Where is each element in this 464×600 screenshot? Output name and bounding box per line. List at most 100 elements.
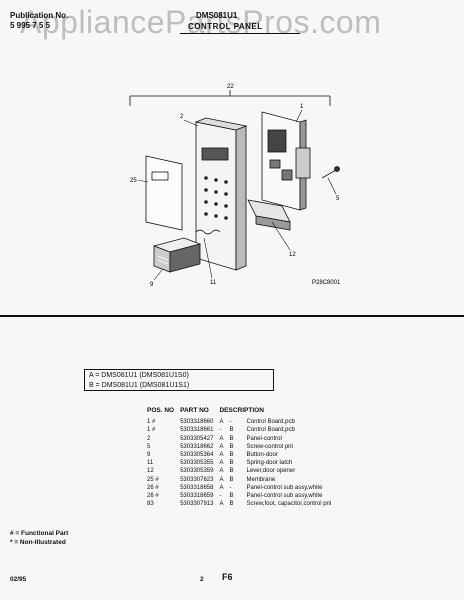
- model-a-cell: A: [219, 501, 224, 508]
- watermark-text: AppliancePartsPros.com: [20, 4, 382, 40]
- model-b-cell: B: [229, 468, 234, 475]
- section-title: CONTROL PANEL: [188, 22, 263, 31]
- description-cell: Membrane: [246, 476, 276, 483]
- part-no-cell: 5303305427: [180, 435, 214, 442]
- description-cell: Panel-control sub assy,white: [246, 484, 323, 491]
- pos-no-cell: 26 #: [147, 493, 159, 500]
- model-number: DMS081U1: [196, 11, 238, 20]
- model-a-cell: A: [219, 435, 224, 442]
- pos-no-cell: 83: [147, 501, 154, 508]
- table-row: 26 # 5303318658 A- Panel-control sub assy,w…: [144, 484, 334, 492]
- door-button-part: [152, 237, 202, 273]
- membrane-part: [145, 155, 183, 231]
- lever-part: [247, 199, 291, 231]
- callout-5: 5: [336, 196, 340, 202]
- description-cell: Panel-control sub assy,white: [246, 493, 323, 500]
- model-b-cell: B: [229, 427, 234, 434]
- parts-table-header: POS. NO PART NO DESCRIPTION: [144, 407, 334, 418]
- model-a-cell: A: [219, 452, 224, 459]
- note-non-illustrated: * = Non-Illustrated: [10, 539, 66, 546]
- part-no-cell: 5303318661: [180, 427, 214, 434]
- model-a-cell: -: [219, 493, 222, 500]
- pos-no-cell: 1 #: [147, 419, 156, 426]
- description-cell: Panel-control: [246, 435, 282, 442]
- control-panel-part: [194, 117, 248, 271]
- description-cell: Screw-control pnl: [246, 443, 293, 450]
- model-b-cell: B: [229, 435, 234, 442]
- spring-part: [195, 229, 221, 235]
- callout-11: 11: [210, 280, 217, 286]
- part-no-cell: 5303305364: [180, 452, 214, 459]
- pos-no-cell: 9: [147, 452, 151, 459]
- model-a-cell: A: [219, 476, 224, 483]
- model-legend: A = DMS081U1 (DMS081U1S0) B = DMS081U1 (…: [84, 369, 274, 391]
- description-cell: Lever,door opener: [246, 468, 296, 475]
- publication-label: Publication No.: [10, 11, 69, 20]
- footer-date: 02/95: [10, 576, 27, 583]
- table-row: 1 # 5303318660 A- Control Board,pcb: [144, 418, 334, 426]
- screw-part: [321, 166, 340, 179]
- section-underline: [180, 33, 300, 34]
- legend-b: B = DMS081U1 (DMS081U1S1): [89, 382, 190, 389]
- part-no-cell: 5303318658: [180, 484, 214, 491]
- description-cell: Spring-door latch: [246, 460, 293, 467]
- callout-25: 25: [130, 178, 137, 184]
- model-a-cell: A: [219, 468, 224, 475]
- pos-no-cell: 26 #: [147, 484, 159, 491]
- callout-12: 12: [289, 252, 296, 258]
- pos-no-cell: 5: [147, 443, 151, 450]
- callout-22: 22: [227, 84, 234, 90]
- header-description: DESCRIPTION: [219, 407, 264, 414]
- callout-2: 2: [180, 114, 184, 120]
- callout-1: 1: [300, 104, 304, 110]
- model-a-cell: A: [219, 419, 224, 426]
- note-functional: # = Functional Part: [10, 530, 69, 537]
- model-b-cell: B: [229, 460, 234, 467]
- control-panel-exploded-diagram: 22 1 2 25 5 12: [129, 84, 341, 288]
- model-b-cell: B: [229, 443, 234, 450]
- description-cell: Control Board,pcb: [246, 419, 295, 426]
- part-no-cell: 5303318659: [180, 493, 214, 500]
- part-no-cell: 5303307913: [180, 501, 214, 508]
- model-b-cell: -: [229, 484, 232, 491]
- header-part-no: PART NO: [180, 407, 209, 414]
- footer-page: 2: [200, 576, 204, 583]
- model-b-cell: B: [229, 501, 234, 508]
- part-no-cell: 5303307623: [180, 476, 214, 483]
- model-a-cell: A: [219, 484, 224, 491]
- description-cell: Screw,foot, capacitor,control pnl: [246, 501, 332, 508]
- model-b-cell: B: [229, 476, 234, 483]
- model-a-cell: -: [219, 427, 222, 434]
- model-b-cell: -: [229, 419, 232, 426]
- control-board-part: [261, 111, 311, 211]
- part-no-cell: 5303318662: [180, 443, 214, 450]
- figure-code: P28C8001: [312, 280, 341, 286]
- pos-no-cell: 1 #: [147, 427, 156, 434]
- table-row: 26 # 5303318659-B Panel-control sub assy,w…: [144, 492, 334, 500]
- model-a-cell: A: [219, 443, 224, 450]
- model-b-cell: B: [229, 493, 234, 500]
- legend-a: A = DMS081U1 (DMS081U1S0): [89, 372, 189, 379]
- table-row: 1 # 5303318661-B Control Board,pcb: [144, 426, 334, 434]
- description-cell: Control Board,pcb: [246, 427, 295, 434]
- pos-no-cell: 25 #: [147, 476, 159, 483]
- header-pos-no: POS. NO: [147, 407, 175, 414]
- part-no-cell: 5303318660: [180, 419, 214, 426]
- model-b-cell: B: [229, 452, 234, 459]
- pos-no-cell: 2: [147, 435, 151, 442]
- pos-no-cell: 12: [147, 468, 154, 475]
- parts-table: POS. NO PART NO DESCRIPTION 1 # 530331866…: [144, 407, 334, 508]
- publication-number: 5 995 7 5 5: [10, 21, 51, 30]
- footer-code: F6: [222, 572, 233, 582]
- part-no-cell: 5303305355: [180, 460, 214, 467]
- model-a-cell: A: [219, 460, 224, 467]
- callout-9: 9: [150, 282, 154, 288]
- section-divider: [0, 315, 464, 317]
